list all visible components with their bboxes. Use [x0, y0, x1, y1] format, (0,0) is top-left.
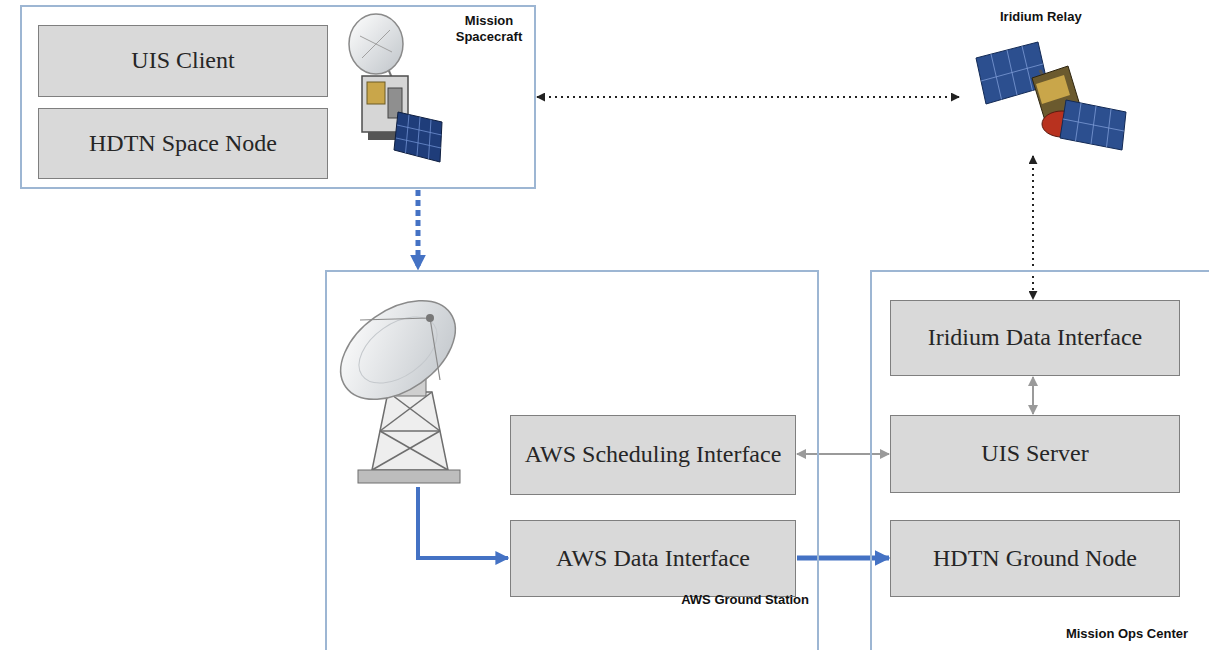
- process-box: AWS Scheduling Interface: [510, 415, 796, 495]
- spacecraft-illustration: [349, 14, 442, 162]
- process-box: UIS Client: [38, 25, 328, 97]
- control-link: [797, 453, 889, 455]
- group-heading: Iridium Relay: [1000, 9, 1082, 25]
- spacecraft-group: UIS ClientHDTN Space Node Mission Spacecr…: [20, 5, 536, 189]
- process-box: HDTN Space Node: [38, 108, 328, 179]
- antenna-base: [358, 470, 460, 483]
- box-label: UIS Server: [981, 440, 1088, 468]
- relay-node: Iridium Relay: [960, 5, 1140, 155]
- box-label: AWS Scheduling Interface: [525, 441, 782, 469]
- spacecraft-dish: [349, 14, 403, 74]
- relay-link: [1032, 156, 1034, 299]
- group-heading: Mission Ops Center: [1066, 626, 1188, 642]
- group-heading: Mission Spacecraft: [450, 13, 528, 44]
- solar-panel-grid: [396, 115, 442, 160]
- box-label: Iridium Data Interface: [928, 324, 1143, 352]
- satellite-foil: [1036, 75, 1070, 104]
- downlink-wire: [418, 487, 508, 558]
- control-link: [1032, 377, 1034, 414]
- box-label: UIS Client: [131, 47, 234, 75]
- antenna-pedestal: [372, 392, 448, 470]
- process-box: HDTN Ground Node: [890, 520, 1180, 597]
- iridium-satellite-illustration: [976, 42, 1126, 150]
- box-label: HDTN Ground Node: [933, 545, 1137, 573]
- solar-panel: [1060, 100, 1126, 150]
- solar-panel: [394, 112, 442, 162]
- downlink-arrow: [416, 190, 421, 269]
- box-label: HDTN Space Node: [89, 130, 277, 158]
- solar-panel-grid: [1063, 103, 1124, 147]
- antenna-feed-struts: [360, 318, 440, 380]
- antenna-dish: [323, 281, 474, 420]
- process-box: UIS Server: [890, 415, 1180, 493]
- ground-antenna-illustration: [323, 281, 474, 483]
- dish-rib: [362, 30, 390, 58]
- box-label: AWS Data Interface: [556, 545, 750, 573]
- antenna-feed: [426, 314, 434, 322]
- group-heading: AWS Ground Station: [681, 592, 809, 608]
- ops-center-group: Iridium Data InterfaceUIS ServerHDTN Gro…: [870, 270, 1209, 650]
- antenna-dish-ring: [347, 303, 449, 396]
- spacecraft-foil: [367, 82, 385, 104]
- process-box: Iridium Data Interface: [890, 300, 1180, 376]
- relay-link: [537, 96, 959, 98]
- ground-station-group: AWS Scheduling InterfaceAWS Data Interfa…: [325, 270, 819, 650]
- data-arrow: [797, 556, 889, 561]
- process-box: AWS Data Interface: [510, 520, 796, 597]
- solar-panel-grid: [981, 46, 1043, 100]
